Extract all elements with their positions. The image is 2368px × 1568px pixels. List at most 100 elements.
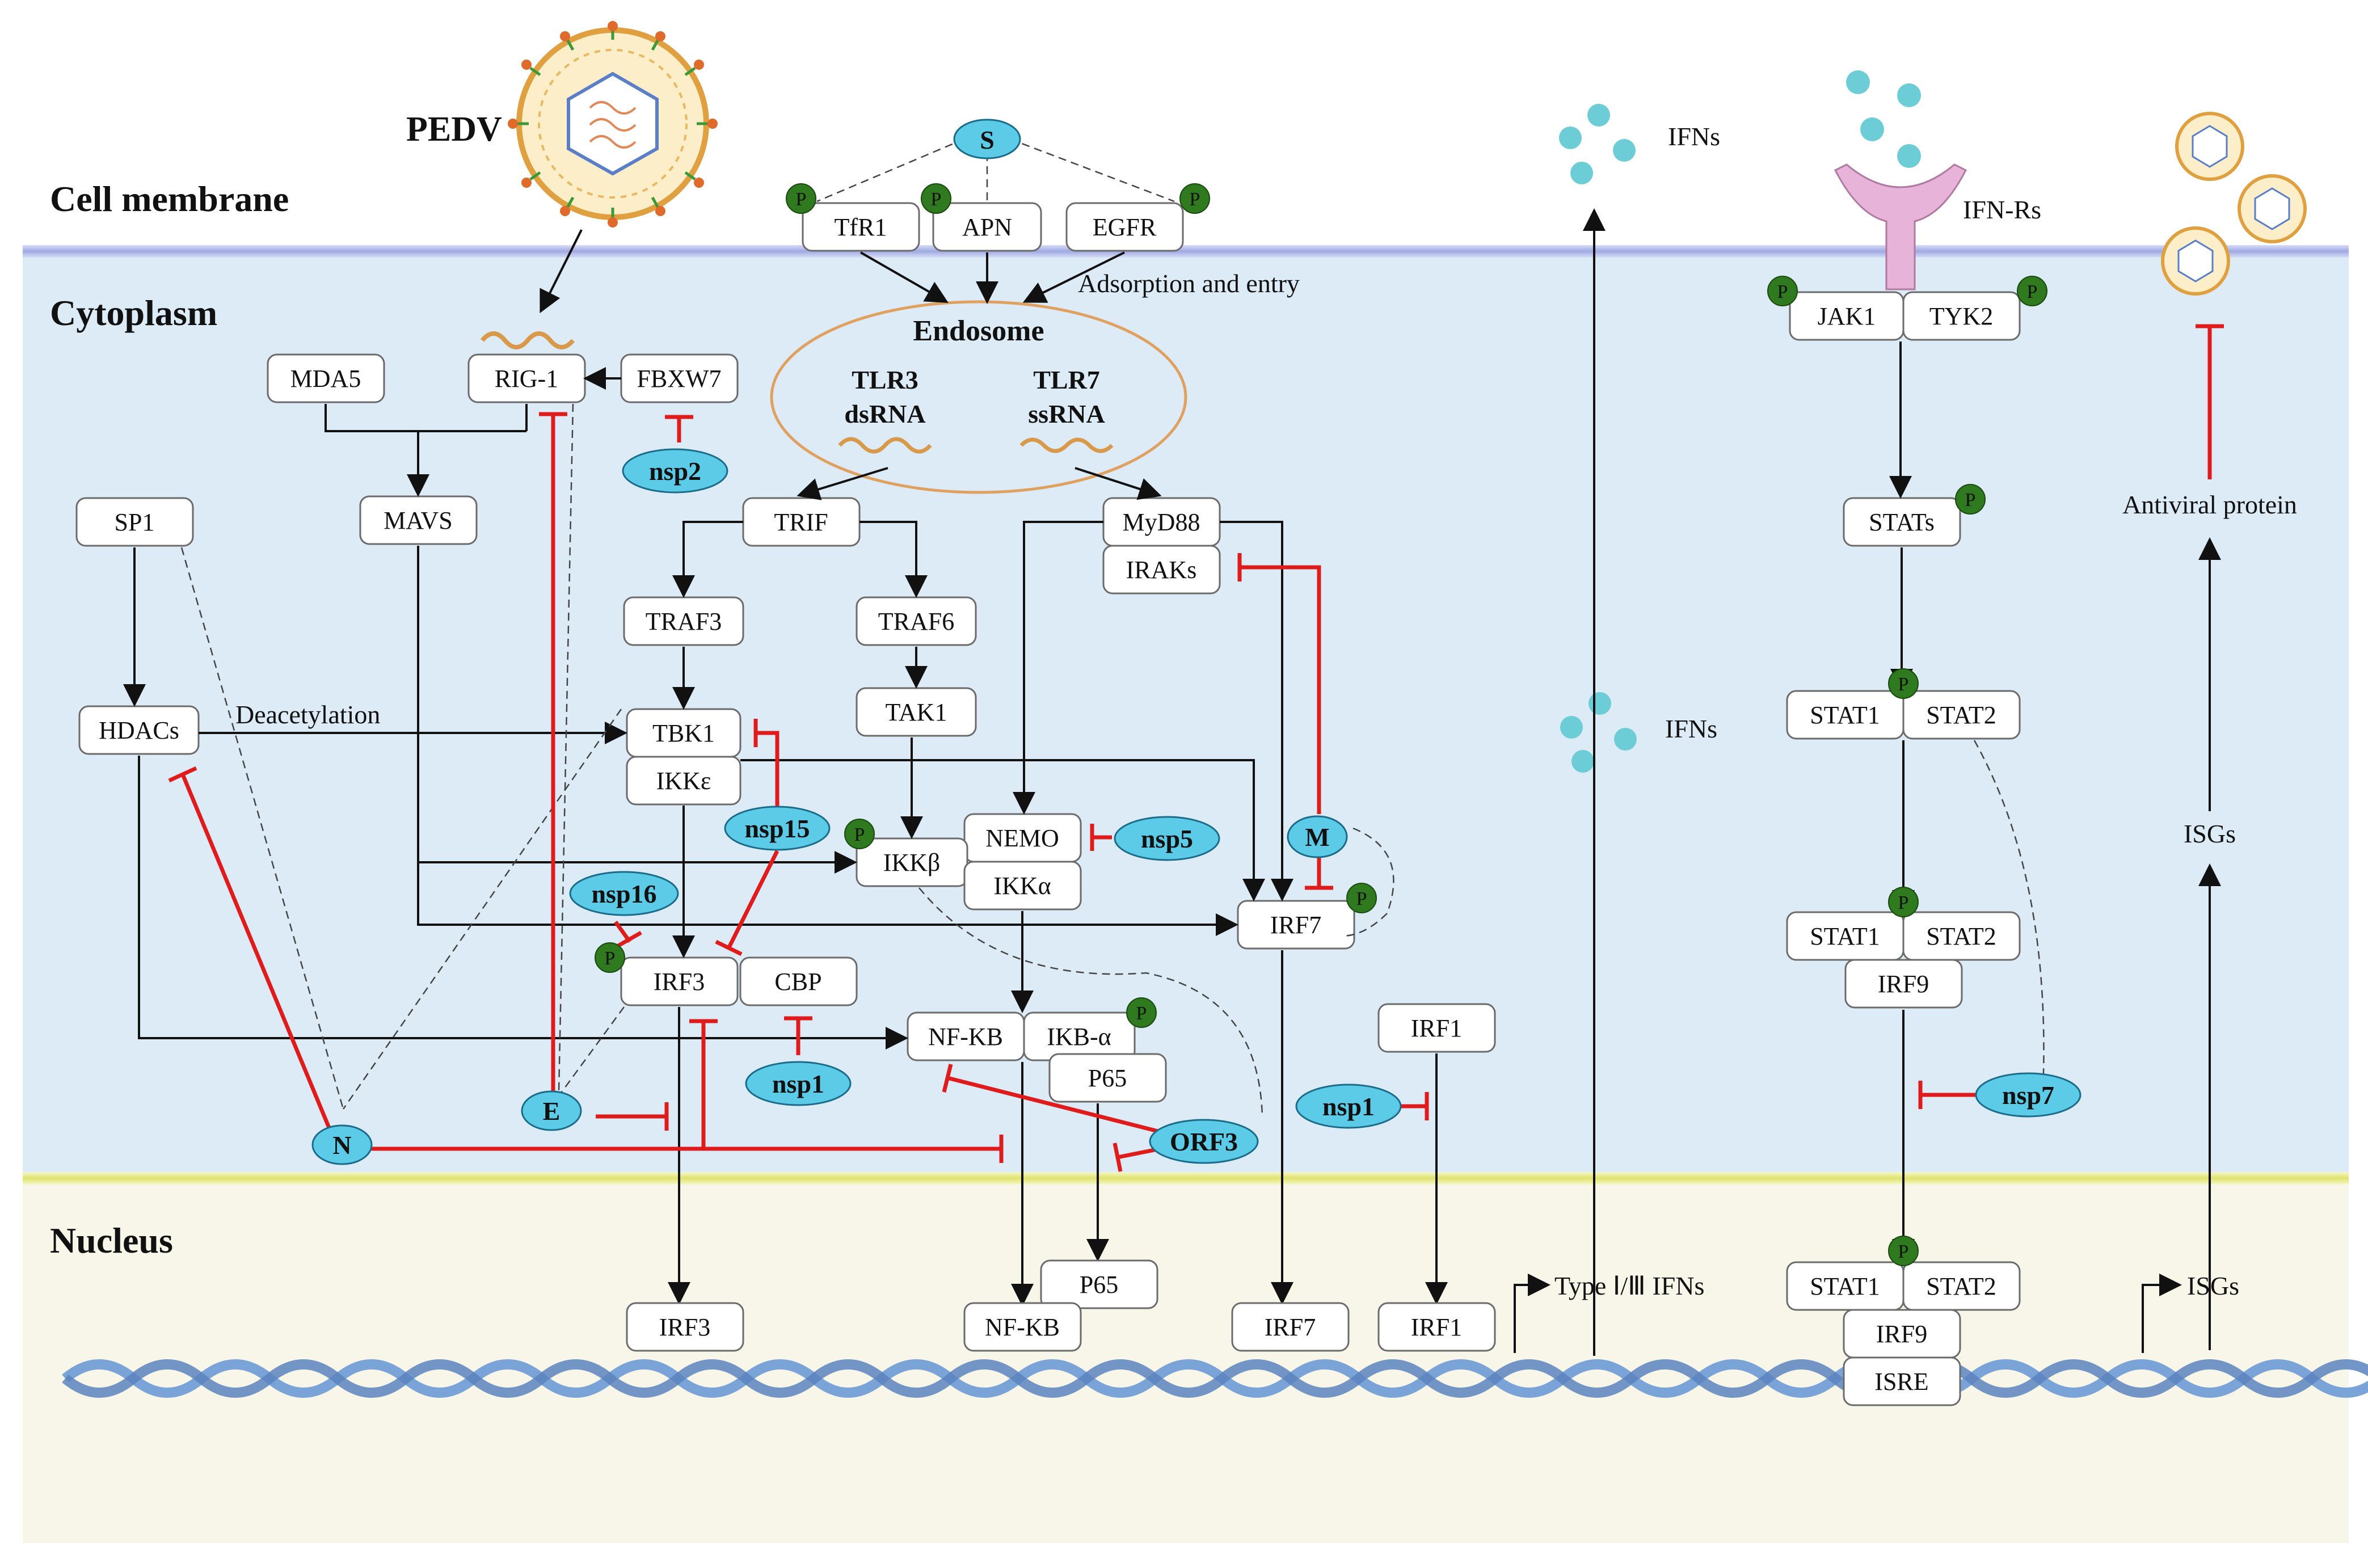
fbxw7-label: FBXW7 (637, 365, 721, 393)
endosome-title: Endosome (913, 315, 1044, 347)
n-irf3-label: IRF3 (659, 1313, 710, 1341)
svg-text:P: P (1136, 1003, 1147, 1024)
type-ifns-label: Type Ⅰ/Ⅲ IFNs (1554, 1271, 1704, 1300)
dsrna-label: dsRNA (844, 399, 925, 428)
s-egfr-link (1009, 138, 1175, 203)
e-label: E (543, 1097, 561, 1126)
stat2-a-node (1902, 690, 2021, 740)
egfr-node (1065, 202, 1184, 252)
svg-text:P: P (796, 189, 807, 210)
n-stat2-label: STAT2 (1926, 1272, 1996, 1300)
n-irf3-node (626, 1302, 744, 1352)
irf9-b-label: IRF9 (1878, 970, 1929, 998)
myd88-label: MyD88 (1123, 508, 1200, 536)
adsorption-label: Adsorption and entry (1078, 269, 1300, 298)
svg-text:P: P (1898, 892, 1909, 913)
interaction-dashes (180, 403, 2045, 1118)
nfkb-label: NF-KB (928, 1023, 1003, 1051)
hdacs-label: HDACs (99, 716, 179, 744)
n-stat2-node (1902, 1261, 2021, 1311)
nsp16-label: nsp16 (591, 879, 656, 908)
ifns-top-label: IFNs (1668, 122, 1720, 151)
ssrna-icon (1019, 437, 1114, 453)
nsp15-label: nsp15 (744, 814, 810, 843)
n-label: N (332, 1131, 351, 1160)
nucleus-label: Nucleus (50, 1220, 173, 1261)
nsp7-protein (1975, 1072, 2082, 1118)
n-p65-label: P65 (1080, 1271, 1118, 1299)
pedv-label: PEDV (406, 110, 502, 149)
n-p65-node (1040, 1259, 1158, 1309)
stat2-b-node (1902, 911, 2021, 961)
tlr3-label: TLR3 (852, 365, 918, 394)
s-protein-label: S (980, 125, 995, 154)
apn-label: APN (962, 213, 1012, 241)
nemo-label: NEMO (985, 824, 1059, 852)
n-irf7-label: IRF7 (1265, 1313, 1316, 1341)
svg-text:P: P (1965, 490, 1976, 511)
m-label: M (1305, 823, 1329, 852)
irf3-label: IRF3 (654, 968, 705, 996)
mavs-label: MAVS (384, 507, 452, 534)
ifn-dots-top (1559, 104, 1636, 184)
n-irf1-node (1377, 1302, 1496, 1352)
stat1-a-label: STAT1 (1810, 701, 1880, 729)
sp1-label: SP1 (115, 508, 155, 536)
nsp1-b-protein (1295, 1084, 1402, 1129)
ikka-label: IKKα (993, 872, 1051, 900)
dsrna-icon (838, 437, 932, 454)
nuclear-membrane-band (23, 1172, 2349, 1185)
tyk2-node (1902, 291, 2021, 341)
n-isre-label: ISRE (1874, 1368, 1928, 1396)
e-protein (521, 1090, 582, 1131)
rna-strand-icon (480, 331, 575, 349)
nsp1-b-label: nsp1 (1322, 1092, 1375, 1121)
ifn-rs-label: IFN-Rs (1963, 195, 2041, 224)
nsp15-protein (724, 806, 831, 851)
irf1-label: IRF1 (1411, 1014, 1462, 1042)
nsp1-a-protein (745, 1061, 852, 1106)
n-nfkb-node (963, 1302, 1082, 1352)
svg-text:P: P (1190, 189, 1200, 210)
tlr7-label: TLR7 (1033, 365, 1100, 394)
svg-text:P: P (1898, 1241, 1909, 1262)
tak1-label: TAK1 (886, 698, 947, 726)
mda5-node (267, 353, 385, 403)
isgs-bottom-label: ISGs (2187, 1271, 2239, 1300)
m-protein (1287, 815, 1348, 858)
antiviral-protein-label: Antiviral protein (2122, 490, 2297, 519)
tyk2-label: TYK2 (1929, 302, 1993, 330)
s-tfr1-link (816, 138, 965, 203)
svg-text:P: P (854, 824, 865, 845)
ifn-dots-receptor (1846, 70, 1921, 168)
nsp16-protein (569, 871, 679, 916)
cytoplasm-label: Cytoplasm (50, 293, 217, 333)
stat2-b-label: STAT2 (1926, 922, 1996, 950)
dna-helix-icon (62, 1359, 2368, 1398)
sp1-node (75, 497, 194, 547)
trif-label: TRIF (774, 508, 828, 536)
nsp7-label: nsp7 (2002, 1081, 2054, 1110)
inhibition-lines (168, 324, 2224, 1172)
ssrna-label: ssRNA (1028, 399, 1105, 428)
nsp1-a-label: nsp1 (772, 1069, 824, 1098)
traf6-label: TRAF6 (878, 608, 954, 635)
deacetylation-label: Deacetylation (235, 700, 380, 729)
n-irf9-label: IRF9 (1876, 1320, 1927, 1348)
irf9-b-node (1844, 959, 1963, 1009)
n-protein (311, 1124, 373, 1165)
progeny-virion-icons (2161, 112, 2307, 296)
tfr1-label: TfR1 (835, 213, 887, 241)
ikba-label: IKB-α (1047, 1023, 1111, 1051)
orf3-protein (1149, 1119, 1259, 1164)
svg-text:P: P (1777, 281, 1788, 302)
iraks-node (1102, 545, 1221, 595)
p65-node (1048, 1053, 1167, 1103)
jak1-label: JAK1 (1818, 302, 1876, 330)
n-irf1-label: IRF1 (1411, 1313, 1462, 1341)
iraks-label: IRAKs (1126, 556, 1197, 584)
irf7-label: IRF7 (1270, 911, 1321, 939)
traf3-label: TRAF3 (646, 608, 722, 635)
nsp5-label: nsp5 (1141, 824, 1193, 853)
tbk1-label: TBK1 (652, 719, 715, 747)
